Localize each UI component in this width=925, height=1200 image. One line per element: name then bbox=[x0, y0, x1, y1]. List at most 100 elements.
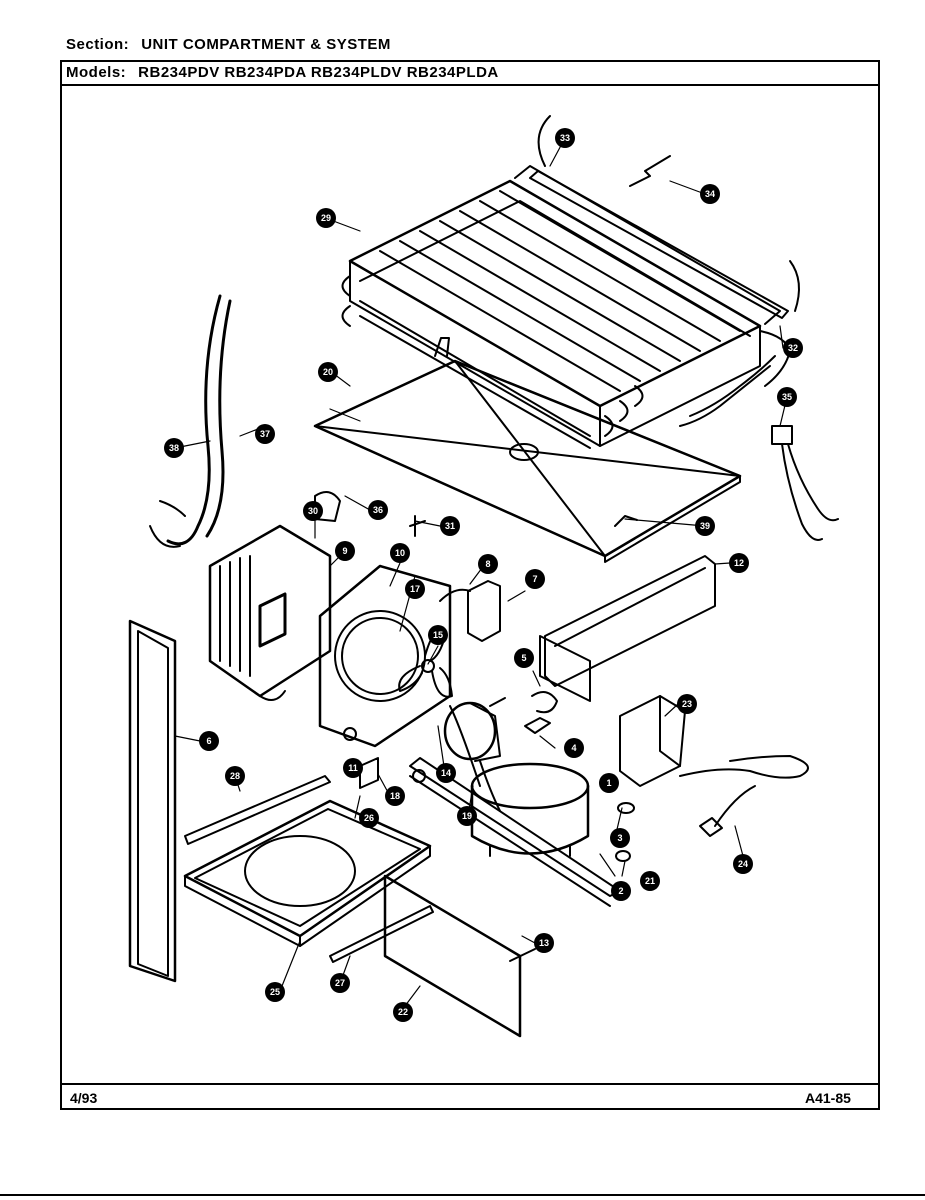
callout-34: 34 bbox=[700, 184, 720, 204]
svg-text:29: 29 bbox=[321, 213, 331, 223]
svg-text:14: 14 bbox=[441, 768, 451, 778]
svg-text:9: 9 bbox=[342, 546, 347, 556]
wire-clip bbox=[629, 155, 671, 187]
fin-bracket bbox=[529, 170, 789, 319]
defrost-timer bbox=[467, 580, 501, 642]
callout-11: 11 bbox=[343, 758, 363, 778]
svg-text:18: 18 bbox=[390, 791, 400, 801]
callout-22: 22 bbox=[393, 1002, 413, 1022]
callout-23: 23 bbox=[677, 694, 697, 714]
callout-1: 1 bbox=[599, 773, 619, 793]
svg-text:6: 6 bbox=[206, 736, 211, 746]
compressor-tray bbox=[183, 799, 432, 947]
svg-text:1: 1 bbox=[606, 778, 611, 788]
parts-illustration: 1 2 3 4 5 6 7 8 9 10 11 12 13 14 15 17 1… bbox=[128, 115, 839, 1038]
svg-text:20: 20 bbox=[323, 367, 333, 377]
svg-text:25: 25 bbox=[270, 987, 280, 997]
svg-text:23: 23 bbox=[682, 699, 692, 709]
svg-text:26: 26 bbox=[364, 813, 374, 823]
rail-bracket bbox=[184, 775, 331, 845]
callout-39: 39 bbox=[695, 516, 715, 536]
page-bottom-rule bbox=[0, 1194, 925, 1196]
access-cover bbox=[383, 874, 522, 1038]
harness-plug bbox=[771, 425, 839, 541]
section-label: Section: bbox=[66, 36, 130, 53]
svg-text:21: 21 bbox=[645, 876, 655, 886]
svg-text:13: 13 bbox=[539, 938, 549, 948]
models-header: Models: RB234PDV RB234PDA RB234PLDV RB234… bbox=[66, 64, 499, 81]
callout-35: 35 bbox=[777, 387, 797, 407]
access-panel bbox=[128, 619, 177, 983]
air-baffle bbox=[544, 555, 716, 687]
svg-text:36: 36 bbox=[373, 505, 383, 515]
callout-17: 17 bbox=[405, 579, 425, 599]
svg-text:3: 3 bbox=[617, 833, 622, 843]
capacitor bbox=[531, 691, 558, 714]
power-cord bbox=[679, 755, 809, 837]
section-header: Section: UNIT COMPARTMENT & SYSTEM bbox=[66, 36, 391, 53]
grommet-2 bbox=[412, 769, 426, 783]
svg-text:19: 19 bbox=[462, 811, 472, 821]
svg-text:2: 2 bbox=[618, 886, 623, 896]
svg-text:11: 11 bbox=[348, 763, 358, 773]
models-value: RB234PDV RB234PDA RB234PLDV RB234PLDA bbox=[138, 64, 499, 81]
callout-15: 15 bbox=[428, 625, 448, 645]
grommet bbox=[343, 727, 357, 741]
header-divider bbox=[60, 84, 880, 86]
callout-3: 3 bbox=[610, 828, 630, 848]
svg-text:38: 38 bbox=[169, 443, 179, 453]
callout-labels: 1 2 3 4 5 6 7 8 9 10 11 12 13 14 15 17 1… bbox=[164, 128, 803, 1022]
svg-text:10: 10 bbox=[395, 548, 405, 558]
svg-text:37: 37 bbox=[260, 429, 270, 439]
svg-text:31: 31 bbox=[445, 521, 455, 531]
callout-27: 27 bbox=[330, 973, 350, 993]
callout-5: 5 bbox=[514, 648, 534, 668]
exploded-parts-diagram: 1 2 3 4 5 6 7 8 9 10 11 12 13 14 15 17 1… bbox=[60, 86, 880, 1082]
callout-21: 21 bbox=[640, 871, 660, 891]
svg-text:27: 27 bbox=[335, 978, 345, 988]
svg-text:12: 12 bbox=[734, 558, 744, 568]
terminal-block bbox=[524, 717, 551, 734]
svg-text:7: 7 bbox=[532, 574, 537, 584]
mounting-grommet bbox=[617, 802, 635, 814]
callout-14: 14 bbox=[436, 763, 456, 783]
svg-text:39: 39 bbox=[700, 521, 710, 531]
svg-text:28: 28 bbox=[230, 771, 240, 781]
models-label: Models: bbox=[66, 64, 127, 81]
svg-text:17: 17 bbox=[410, 584, 420, 594]
footer-date: 4/93 bbox=[70, 1090, 98, 1106]
mounting-bolt bbox=[615, 850, 631, 862]
svg-text:22: 22 bbox=[398, 1007, 408, 1017]
condenser-coil bbox=[341, 165, 791, 449]
svg-text:33: 33 bbox=[560, 133, 570, 143]
fan-shroud bbox=[208, 524, 332, 701]
svg-text:35: 35 bbox=[782, 392, 792, 402]
callout-9: 9 bbox=[335, 541, 355, 561]
callout-13: 13 bbox=[534, 933, 554, 953]
callout-4: 4 bbox=[564, 738, 584, 758]
footer-page-code: A41-85 bbox=[805, 1090, 851, 1106]
callout-26: 26 bbox=[359, 808, 379, 828]
callout-29: 29 bbox=[316, 208, 336, 228]
callout-10: 10 bbox=[390, 543, 410, 563]
callout-8: 8 bbox=[478, 554, 498, 574]
callout-31: 31 bbox=[440, 516, 460, 536]
callout-32: 32 bbox=[783, 338, 803, 358]
section-value: UNIT COMPARTMENT & SYSTEM bbox=[141, 36, 391, 53]
callout-7: 7 bbox=[525, 569, 545, 589]
callout-6: 6 bbox=[199, 731, 219, 751]
callout-18: 18 bbox=[385, 786, 405, 806]
callout-12: 12 bbox=[729, 553, 749, 573]
callout-30a: 30 bbox=[303, 501, 323, 521]
callout-24: 24 bbox=[733, 854, 753, 874]
svg-text:32: 32 bbox=[788, 343, 798, 353]
svg-text:8: 8 bbox=[485, 559, 490, 569]
drain-tube-cap bbox=[314, 491, 341, 522]
compressor bbox=[449, 705, 590, 857]
start-relay bbox=[359, 757, 379, 789]
callout-28: 28 bbox=[225, 766, 245, 786]
callout-2: 2 bbox=[611, 881, 631, 901]
footer-divider bbox=[60, 1083, 880, 1085]
fan-bracket bbox=[318, 564, 452, 748]
callout-37: 37 bbox=[255, 424, 275, 444]
